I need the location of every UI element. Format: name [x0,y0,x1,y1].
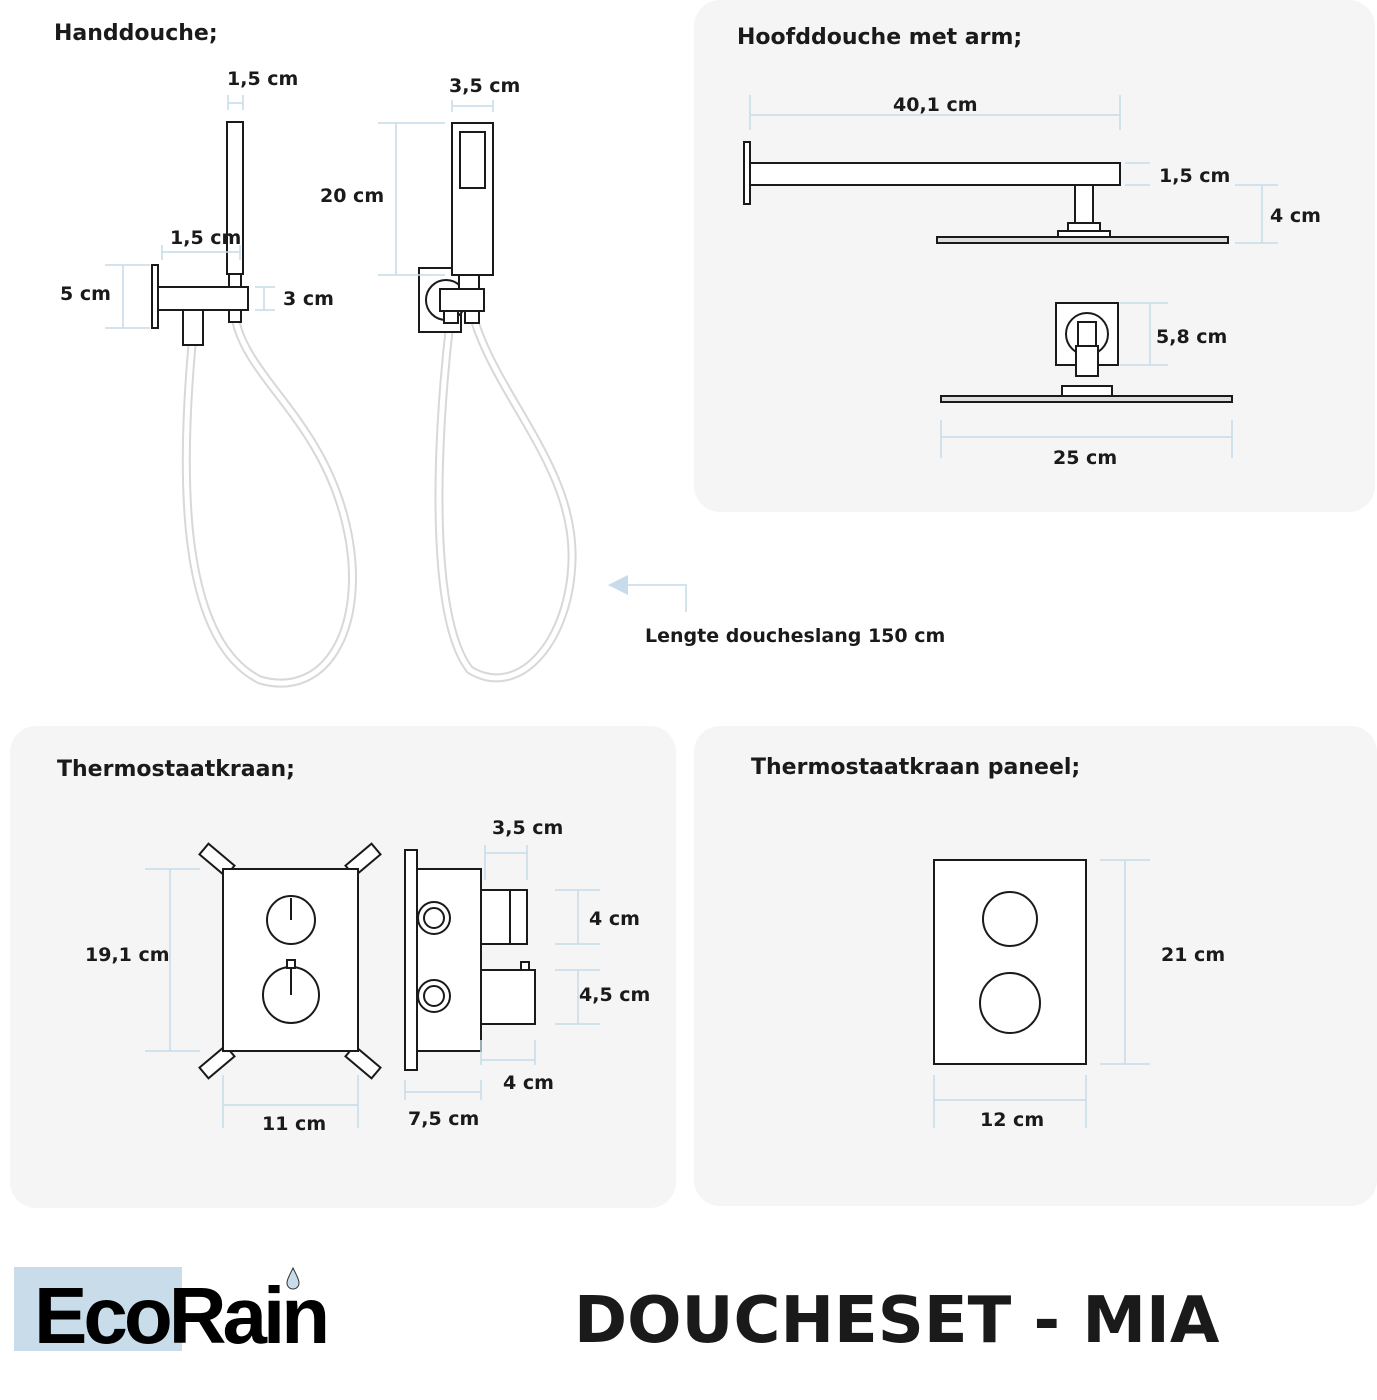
dim-label: 3 cm [283,288,334,310]
dim-label: 11 cm [262,1113,326,1135]
dim-label: 3,5 cm [492,817,563,839]
hose [434,320,577,683]
dim-label: 4,5 cm [579,984,650,1006]
dim-label: 20 cm [320,185,384,207]
product-title: DOUCHESET - MIA [574,1284,1220,1358]
panel-hoofddouche [694,0,1375,512]
dim-label: 1,5 cm [1159,165,1230,187]
dim-label: 4 cm [589,908,640,930]
hoofddouche-section: Hoofddouche met arm; 40,1 cm 1,5 cm 4 cm… [737,25,1321,469]
hose-length-note: Lengte doucheslang 150 cm [645,625,945,647]
thermostaatkraan-section: Thermostaatkraan; 19,1 cm 11 cm 3,5 cm 4… [57,757,650,1135]
dim-label: 7,5 cm [408,1108,479,1130]
section-title: Thermostaatkraan paneel; [751,755,1080,780]
svg-text:EcoRain: EcoRain [34,1271,326,1360]
ecorain-logo: EcoRain [14,1266,330,1360]
dim-label: 1,5 cm [170,227,241,249]
dim-label: 40,1 cm [893,94,978,116]
dim-label: 25 cm [1053,447,1117,469]
dim-label: 1,5 cm [227,68,298,90]
dim-label: 4 cm [503,1072,554,1094]
dim-label: 12 cm [980,1109,1044,1131]
dim-label: 19,1 cm [85,944,170,966]
water-drop-icon [286,1266,300,1290]
dim-label: 3,5 cm [449,75,520,97]
handdouche-section: Handdouche; 1,5 cm 1,5 cm 5 cm 3 c [54,21,945,688]
dim-label: 5,8 cm [1156,326,1227,348]
section-title: Thermostaatkraan; [57,757,295,782]
dim-label: 5 cm [60,283,111,305]
section-title: Hoofddouche met arm; [737,25,1022,50]
section-title: Handdouche; [54,21,218,46]
paneel-section: Thermostaatkraan paneel; 21 cm 12 cm [751,755,1225,1131]
dim-label: 4 cm [1270,205,1321,227]
dim-label: 21 cm [1161,944,1225,966]
